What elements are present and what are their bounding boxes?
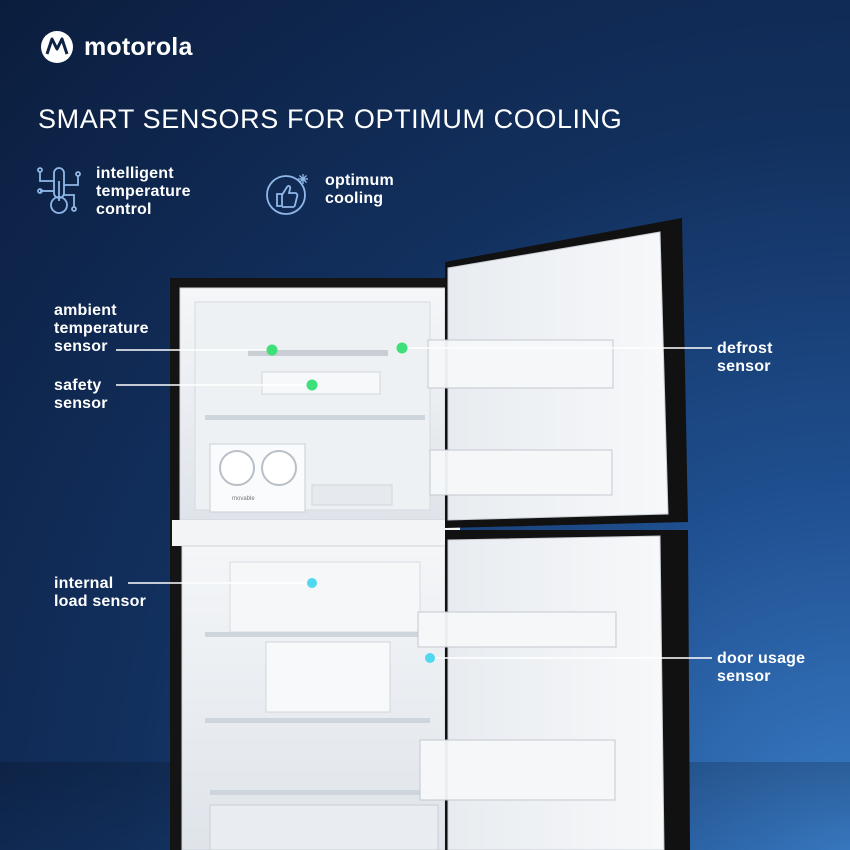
motorola-batwing-icon: [41, 31, 73, 63]
feature-text: optimum cooling: [325, 172, 394, 207]
ambient-temperature-sensor-label: ambient temperature sensor: [54, 302, 149, 355]
defrost-sensor-dot: [396, 342, 408, 354]
movable-label: movable: [232, 496, 255, 502]
feature-optimum-cooling: optimum cooling: [265, 172, 394, 218]
brand-name: motorola: [84, 32, 193, 61]
thumbs-up-snowflake-icon: [266, 174, 308, 215]
safety-sensor-dot: [306, 379, 318, 391]
door-usage-sensor-dot: [425, 653, 435, 663]
brand-logo: motorola: [40, 30, 193, 64]
feature-intelligent-temperature-control: intelligent temperature control: [36, 165, 191, 219]
thermometer-circuit-icon: [37, 167, 81, 214]
defrost-sensor-label: defrost sensor: [717, 340, 773, 375]
ambient-sensor-dot: [266, 344, 278, 356]
internal-load-sensor-label: internal load sensor: [54, 575, 147, 610]
door-usage-sensor-label: door usage sensor: [717, 650, 806, 685]
internal-load-sensor-dot: [307, 578, 317, 588]
safety-sensor-label: safety sensor: [54, 377, 108, 412]
feature-text: intelligent temperature control: [96, 165, 191, 218]
page-headline: SMART SENSORS FOR OPTIMUM COOLING: [38, 104, 623, 134]
